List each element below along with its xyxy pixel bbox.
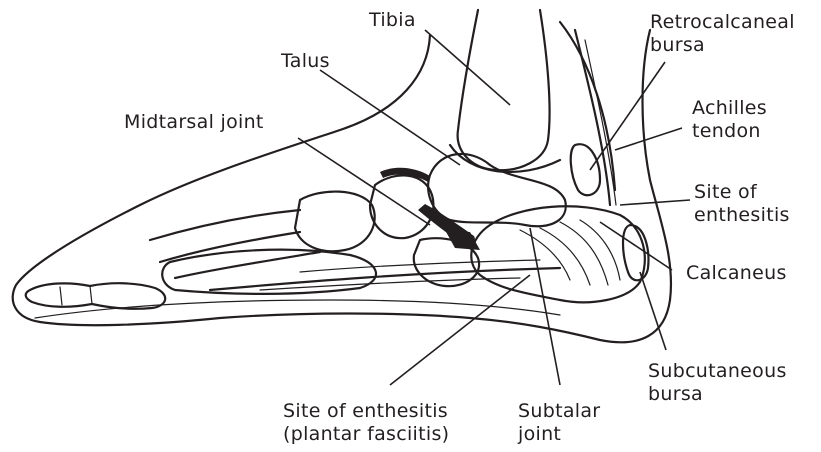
label-subcutaneous-bursa: Subcutaneous bursa — [648, 360, 787, 406]
label-tibia: Tibia — [369, 9, 416, 32]
foot-skin-outline — [13, 30, 671, 342]
label-subtalar-joint: Subtalar joint — [518, 400, 600, 446]
retrocalcaneal-bursa — [571, 144, 600, 195]
metatarsal-2 — [160, 232, 300, 262]
label-site-of-enthesitis-plantar: Site of enthesitis (plantar fasciitis) — [283, 400, 449, 446]
label-calcaneus: Calcaneus — [686, 262, 787, 285]
sole-inner-line — [35, 300, 560, 318]
label-retrocalcaneal-bursa: Retrocalcaneal bursa — [650, 11, 795, 57]
label-site-of-enthesitis-heel: Site of enthesitis — [694, 181, 790, 227]
cuneiform-bones — [295, 192, 375, 252]
label-achilles-tendon: Achilles tendon — [692, 97, 767, 143]
label-midtarsal-joint: Midtarsal joint — [124, 111, 264, 134]
label-talus: Talus — [281, 50, 330, 73]
leader-lines — [298, 30, 690, 385]
posterior-leg-outline — [560, 22, 615, 190]
toe-phalanges — [26, 283, 165, 309]
talus-bone — [428, 154, 566, 226]
metatarsal-bone — [162, 250, 376, 294]
plantar-fascia — [210, 268, 560, 290]
tibia-bone — [458, 10, 550, 170]
